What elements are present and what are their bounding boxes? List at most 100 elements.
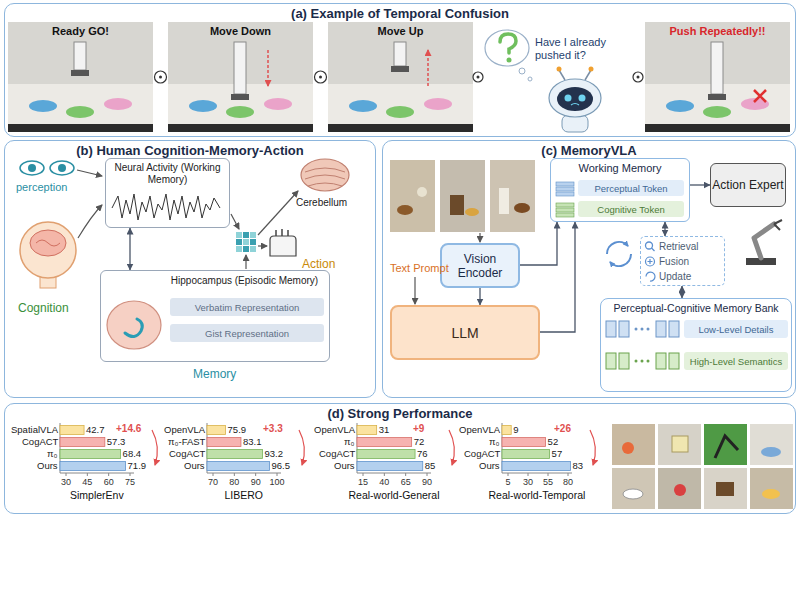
panel-title: (a) Example of Temporal Confusion <box>5 4 795 21</box>
object <box>762 489 780 499</box>
ellipsis-dot <box>647 360 650 363</box>
score-bar <box>207 450 262 459</box>
box-label: Hippocampus (Episodic Memory) <box>101 271 329 287</box>
score-bar <box>60 438 105 447</box>
brain-drawing <box>107 301 161 349</box>
axis-tick-mark <box>255 473 256 476</box>
axis-tick: 30 <box>61 477 71 487</box>
model-name: π₀ <box>47 449 58 459</box>
head <box>20 222 76 278</box>
connector <box>479 288 480 305</box>
update-icon <box>646 272 655 281</box>
object <box>465 208 479 216</box>
gripper <box>391 66 409 72</box>
axis-tick-mark <box>405 473 406 476</box>
robot-arm <box>74 42 86 70</box>
brain <box>30 230 66 256</box>
flow-arrow <box>258 245 267 246</box>
frame-caption: Move Up <box>328 22 473 37</box>
axis-tick: 45 <box>82 477 92 487</box>
axis-tick-mark <box>87 473 88 476</box>
model-name: CogACT <box>319 449 355 459</box>
task-photo <box>704 424 747 465</box>
axis-tick: 60 <box>104 477 114 487</box>
robot-link <box>754 224 774 258</box>
connector <box>664 222 665 236</box>
score-bar <box>207 438 241 447</box>
hippocampus-curl <box>125 319 142 337</box>
score-bar <box>60 426 84 435</box>
mosaic-cell <box>250 239 256 245</box>
motion-arrow <box>427 50 429 86</box>
error-cross <box>754 90 766 102</box>
mosaic-cell <box>236 246 242 252</box>
axis-tick-mark <box>528 473 529 476</box>
encoder-box: Vision Encoder <box>440 243 520 288</box>
chart-name: LIBERO <box>225 489 264 501</box>
eye <box>50 161 74 175</box>
flow-arrow <box>231 214 239 229</box>
score-bar <box>60 462 126 471</box>
memory-bar: Verbatim Representation <box>170 298 324 316</box>
question-mark <box>500 34 516 53</box>
axis-tick-mark <box>108 473 109 476</box>
object <box>417 187 427 197</box>
gain-arrow <box>299 430 304 465</box>
mosaic-cell <box>236 239 242 245</box>
panel-title: (b) Human Cognition-Memory-Action <box>5 141 375 158</box>
section-label: Memory <box>193 368 236 382</box>
task-photos <box>612 424 793 509</box>
model-name: OpenVLA <box>314 425 355 435</box>
memory-bar: High-Level Semantics <box>684 352 788 370</box>
object <box>397 205 413 215</box>
score-bar <box>502 462 570 471</box>
box-label: Vision Encoder <box>442 252 518 280</box>
score-value: 42.7 <box>86 425 105 435</box>
robot-antenna <box>559 70 565 80</box>
gripper <box>231 94 249 100</box>
token-icon <box>556 182 574 186</box>
box-label: Action Expert <box>712 178 783 192</box>
thought-dot <box>519 68 525 74</box>
fusion-icon <box>646 257 655 266</box>
axis-tick-mark <box>548 473 549 476</box>
panel: (a) Example of Temporal ConfusionReady G… <box>4 3 796 137</box>
flow-arrow <box>245 255 246 269</box>
score-value: 72 <box>414 437 425 447</box>
flow-arrow <box>258 191 298 235</box>
camera-frame <box>390 160 435 232</box>
camera-frame <box>440 160 485 232</box>
flow-arrow <box>414 277 415 304</box>
axis-tick-mark <box>130 473 131 476</box>
film-reel <box>315 71 327 83</box>
film-hub <box>159 76 162 79</box>
retrieval-icon <box>646 242 653 249</box>
gain-arrow <box>449 430 454 465</box>
model-name: OpenVLA <box>164 425 205 435</box>
chart-name: Real-world-Temporal <box>489 489 586 501</box>
token-icon <box>556 208 574 212</box>
score-bar <box>207 462 270 471</box>
score-bar <box>357 426 377 435</box>
object <box>450 195 464 215</box>
box-label: Neural Activity (Working Memory) <box>106 159 229 186</box>
object <box>672 436 688 452</box>
flow-arrow <box>78 205 102 238</box>
video-frame: Move Down <box>168 22 313 132</box>
robot-gripper <box>774 220 782 230</box>
score-value: 76 <box>417 449 428 459</box>
bar-label: High-Level Semantics <box>690 356 782 367</box>
hippocampus-box: Hippocampus (Episodic Memory) Verbatim Re… <box>100 270 330 362</box>
cerebellum-drawing <box>301 159 349 191</box>
thought-dot <box>528 77 532 81</box>
robot-face <box>557 87 593 111</box>
ellipsis-dot <box>647 328 650 331</box>
model-name: Ours <box>334 461 355 471</box>
score-bar <box>207 426 226 435</box>
robot-antenna <box>585 70 591 80</box>
operation-label: Retrieval <box>659 239 724 254</box>
score-bar <box>357 450 415 459</box>
token-stack <box>606 321 616 337</box>
axis-tick-mark <box>234 473 235 476</box>
